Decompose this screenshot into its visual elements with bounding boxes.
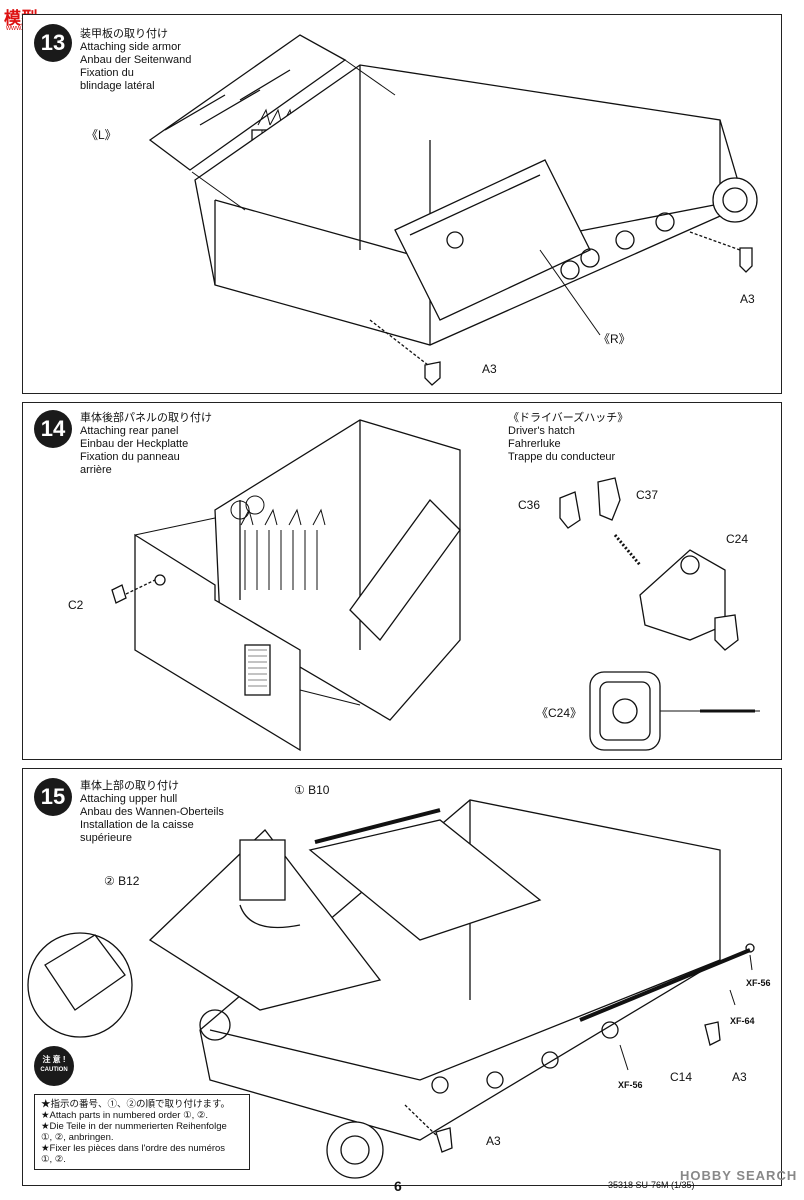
step-13-title-jp: 装甲板の取り付け	[80, 28, 168, 40]
label-a3-bottom: A3	[482, 362, 497, 376]
label-c24-detail: 《C24》	[536, 706, 583, 720]
label-side-r: 《R》	[598, 332, 631, 346]
caution-line-fr-1: ★Fixer les pièces dans l'ordre des numér…	[41, 1143, 226, 1154]
step-14-title-de: Einbau der Heckplatte	[80, 438, 189, 450]
label-a3-right: A3	[740, 292, 755, 306]
step-15-number: 15	[34, 778, 72, 816]
step-15-title: 車体上部の取り付け Attaching upper hull Anbau des…	[80, 780, 224, 845]
step-14-title-en: Attaching rear panel	[80, 425, 179, 437]
label-c37: C37	[636, 488, 659, 502]
part-c37	[597, 477, 621, 521]
page-number: 6	[394, 1178, 402, 1194]
label-xf56-top: XF-56	[746, 978, 771, 988]
caution-line-en: ★Attach parts in numbered order ①, ②.	[41, 1110, 209, 1121]
step-13-number: 13	[34, 24, 72, 62]
hatch-title-en: Driver's hatch	[508, 425, 575, 437]
hatch-title-fr: Trappe du conducteur	[508, 451, 616, 463]
step-13-title-en: Attaching side armor	[80, 41, 181, 53]
rear-panel	[134, 533, 301, 752]
caution-box: ★指示の番号、①、②の順で取り付けます。 ★Attach parts in nu…	[34, 1094, 250, 1170]
caution-badge-jp: 注 意 !	[42, 1055, 66, 1064]
side-armor-right	[394, 159, 591, 321]
part-a3-right	[739, 247, 753, 273]
step-14-title-fr-2: arrière	[80, 464, 112, 476]
part-c14-rod	[579, 948, 751, 1022]
label-b12: ② B12	[104, 874, 140, 888]
caution-badge: 注 意 ! CAUTION	[34, 1046, 74, 1086]
label-a3-15-bottom: A3	[486, 1134, 501, 1148]
label-xf56-bottom: XF-56	[618, 1080, 643, 1090]
label-xf64: XF-64	[730, 1016, 755, 1026]
part-c2	[111, 584, 127, 604]
part-a3-bottom	[424, 361, 441, 386]
drive-sprocket-15	[326, 1121, 384, 1179]
footer-code: 35318 SU-76M (1/35)	[608, 1180, 695, 1190]
drive-sprocket-13	[712, 177, 758, 223]
step-14-title-fr-1: Fixation du panneau	[80, 451, 180, 463]
step-13-title-de: Anbau der Seitenwand	[80, 54, 192, 66]
hatch-title: 《ドライバーズハッチ》 Driver's hatch Fahrerluke Tr…	[508, 412, 628, 464]
hatch-title-de: Fahrerluke	[508, 438, 561, 450]
label-c2: C2	[68, 598, 84, 612]
step-15-title-fr-1: Installation de la caisse	[80, 819, 194, 831]
step-14-hull-drawing	[111, 419, 760, 752]
part-c36	[559, 491, 581, 529]
caution-line-fr-2: ①, ②.	[41, 1154, 66, 1165]
part-b12-plate	[148, 829, 382, 1011]
step-13-title: 装甲板の取り付け Attaching side armor Anbau der …	[80, 28, 191, 93]
label-c24: C24	[726, 532, 749, 546]
label-a3-15-right: A3	[732, 1070, 747, 1084]
hatch-title-jp: 《ドライバーズハッチ》	[508, 412, 629, 424]
step-15-title-jp: 車体上部の取り付け	[80, 780, 179, 792]
step-14-number: 14	[34, 410, 72, 448]
caution-line-de-1: ★Die Teile in der nummerierten Reihenfol…	[41, 1121, 227, 1132]
step-15-title-de: Anbau des Wannen-Oberteils	[80, 806, 224, 818]
step-13-hull-drawing	[148, 34, 758, 386]
step-15-title-en: Attaching upper hull	[80, 793, 178, 805]
label-c14: C14	[670, 1070, 693, 1084]
label-side-l: 《L》	[86, 128, 117, 142]
caution-line-de-2: ①, ②, anbringen.	[41, 1132, 114, 1143]
step-13-title-fr-2: blindage latéral	[80, 80, 155, 92]
label-b10: ① B10	[294, 783, 330, 797]
detail-inset	[27, 932, 133, 1038]
label-c36: C36	[518, 498, 541, 512]
caution-line-jp: ★指示の番号、①、②の順で取り付けます。	[41, 1099, 231, 1110]
step-13-title-fr-1: Fixation du	[80, 67, 134, 79]
footer-watermark: HOBBY SEARCH	[680, 1168, 798, 1183]
caution-badge-en: CAUTION	[40, 1067, 68, 1073]
part-b10-deck	[308, 819, 542, 941]
step-14-title-jp: 車体後部パネルの取り付け	[80, 412, 212, 424]
part-a3-15-right	[704, 1021, 721, 1046]
part-a3-15-bottom	[435, 1127, 453, 1153]
step-14-title: 車体後部パネルの取り付け Attaching rear panel Einbau…	[80, 412, 212, 477]
step-15-title-fr-2: supérieure	[80, 832, 132, 844]
